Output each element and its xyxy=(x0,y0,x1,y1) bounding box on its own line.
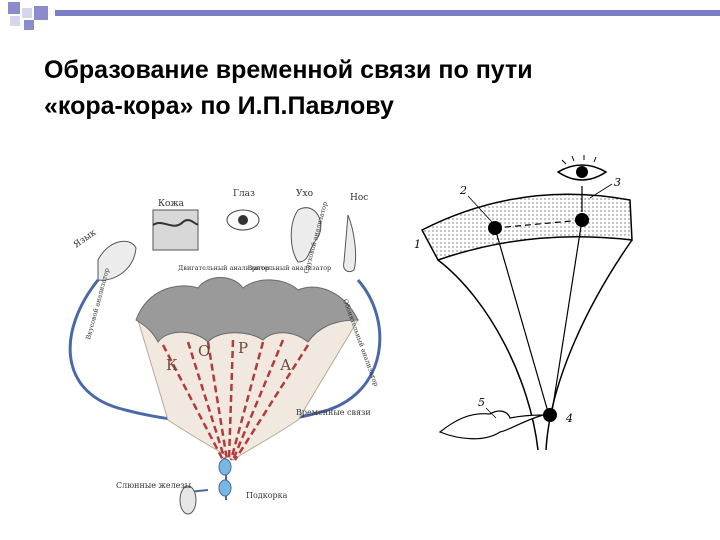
cortical-link-dashed xyxy=(494,219,583,229)
label-1: 1 xyxy=(414,238,421,251)
label-4: 4 xyxy=(565,412,573,425)
decor-square xyxy=(8,2,20,14)
cortex-band xyxy=(135,277,359,343)
label-temporary-links: Временные связи xyxy=(296,408,371,417)
eye-icon xyxy=(556,155,608,212)
temporary-link-pathways xyxy=(161,339,310,461)
point-2 xyxy=(488,221,502,235)
decor-square xyxy=(10,16,20,26)
corner-squares-decoration xyxy=(0,0,60,30)
cortex-arc-band xyxy=(420,193,633,261)
cortex-letter-a: А xyxy=(280,356,292,374)
point-3 xyxy=(575,213,589,227)
subcortex-node-lower xyxy=(218,479,232,497)
subcortex-node-upper xyxy=(218,458,232,476)
label-3: 3 xyxy=(614,176,621,189)
decor-square xyxy=(24,20,34,30)
label-eye: Глаз xyxy=(233,189,255,199)
label-3-leader xyxy=(589,183,613,199)
eye-icon xyxy=(226,209,260,231)
pathway-from-point-2 xyxy=(494,227,549,413)
pathway-from-point-3 xyxy=(551,219,583,413)
label-motor-analyzer: Двигательный анализатор xyxy=(178,264,269,272)
label-visual-analyzer: Зрительный анализатор xyxy=(248,264,331,272)
label-tongue: Язык xyxy=(72,228,98,251)
decor-square xyxy=(34,6,48,20)
title-accent-bar xyxy=(55,10,720,16)
cortex-analyzers-diagram: К О Р А Язык Кожа Глаз Ухо Нос Вкусовой … xyxy=(68,189,382,515)
label-5: 5 xyxy=(478,396,485,409)
taste-receptor-icon xyxy=(438,410,544,440)
label-2: 2 xyxy=(459,184,467,197)
label-skin: Кожа xyxy=(158,199,185,209)
funnel-left-line xyxy=(437,259,539,451)
cortex-schematic-diagram: 1 2 3 4 5 xyxy=(414,155,633,451)
decor-square xyxy=(22,8,32,18)
tongue-icon xyxy=(97,240,137,281)
title-line-2: «кора-кора» по И.П.Павлову xyxy=(44,92,394,120)
label-salivary-gland: Слюнные железы xyxy=(116,481,192,490)
ear-icon xyxy=(290,207,322,263)
cortex-letter-r: Р xyxy=(238,339,248,357)
label-5-leader xyxy=(485,407,497,419)
label-nose: Нос xyxy=(350,193,368,203)
point-4 xyxy=(543,408,557,422)
skin-icon xyxy=(152,209,199,251)
label-2-leader xyxy=(467,195,493,223)
nose-icon xyxy=(343,214,357,273)
label-ear: Ухо xyxy=(296,189,313,199)
title-line-1: Образование временной связи по пути xyxy=(44,56,533,84)
slide-title: Образование временной связи по пути «кор… xyxy=(44,52,704,124)
cortex-letter-o: О xyxy=(198,342,210,360)
salivary-gland-icon xyxy=(179,485,197,515)
cortex-letter-k: К xyxy=(166,356,178,374)
funnel-right-line xyxy=(545,239,633,451)
label-subcortex: Подкорка xyxy=(246,491,288,500)
